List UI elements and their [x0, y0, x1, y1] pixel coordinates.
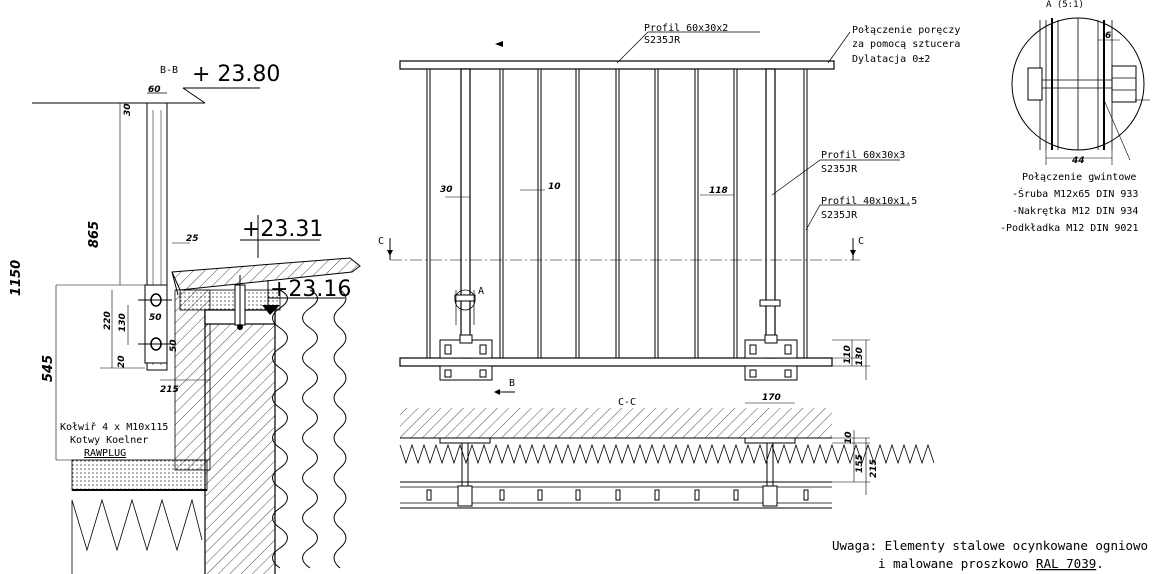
- dim-170: 170: [762, 393, 781, 403]
- bar-profile-label-2: S235JR: [821, 210, 858, 221]
- elevation-labels: Profil 60x30x2 S235JR Połączenie poręczy…: [378, 23, 960, 389]
- dim-215: 215: [160, 385, 179, 395]
- note-line2: i malowane proszkowo RAL 7039.: [878, 556, 1104, 571]
- dim-30: 30: [123, 103, 133, 116]
- dim-220: 220: [103, 311, 113, 330]
- anchor-note-line3: RAWPLUG: [84, 448, 126, 459]
- dim-44: 44: [1071, 156, 1085, 166]
- dim-545: 545: [41, 355, 56, 382]
- post-profile-label-1: Profil 60x30x3: [821, 150, 905, 161]
- anchor-note-line1: Kołwiř 4 x M10x115: [60, 421, 168, 433]
- plan-section-cc: [399, 402, 935, 509]
- dim-50b: 50: [169, 339, 179, 352]
- detail-a-marker: A: [478, 286, 484, 297]
- dim-10-plan: 10: [844, 431, 854, 444]
- balusters: [426, 68, 808, 359]
- dim-110: 110: [843, 345, 853, 364]
- section-c-right: C: [858, 236, 864, 247]
- section-c-left: C: [378, 236, 384, 247]
- section-bb-label: B-B: [160, 65, 178, 76]
- detail-a-labels: A (5:1) 6 44 Połączenie gwintowe -Śruba …: [1000, 0, 1138, 234]
- bottom-rail: [399, 357, 833, 367]
- detail-a-circle: [1011, 17, 1150, 165]
- post-profile-label-2: S235JR: [821, 164, 858, 175]
- dim-155: 155: [855, 454, 865, 473]
- top-profile-label-2: S235JR: [644, 35, 681, 46]
- dim-6: 6: [1105, 31, 1111, 41]
- dim-215-plan: 215: [869, 459, 879, 478]
- elevation-top: + 23.80: [192, 62, 280, 87]
- handrail: [399, 60, 835, 70]
- connection-label-2: za pomocą sztucera: [852, 39, 960, 50]
- bar-profile-label-1: Profil 40x10x1.5: [821, 196, 917, 207]
- section-b-marker: B: [509, 378, 515, 389]
- section-bb-detail: [32, 87, 361, 574]
- plan-labels: C-C 170 10 155 215: [618, 393, 879, 478]
- note-block: Uwaga: Elementy stalowe ocynkowane ognio…: [832, 538, 1148, 571]
- thread-label-bolt: -Śruba M12x65 DIN 933: [1012, 187, 1138, 200]
- thread-label-title: Połączenie gwintowe: [1022, 172, 1136, 183]
- dim-20: 20: [117, 355, 127, 368]
- post-left: [460, 68, 471, 359]
- connection-label-1: Połączenie poręczy: [852, 25, 960, 36]
- connection-label-3: Dylatacja 0±2: [852, 54, 930, 65]
- ral-code: RAL 7039: [1036, 556, 1096, 571]
- dim-10-elev: 10: [548, 182, 561, 192]
- insulation-zigzag: [399, 443, 935, 465]
- top-profile-label-1: Profil 60x30x2: [644, 23, 728, 34]
- dim-1150: 1150: [9, 260, 24, 296]
- dim-130-elev: 130: [855, 347, 865, 366]
- dim-865: 865: [87, 221, 102, 248]
- dim-25: 25: [186, 234, 199, 244]
- dim-118: 118: [709, 186, 728, 196]
- thread-label-nut: -Nakrętka M12 DIN 934: [1012, 206, 1138, 217]
- coping-cap: [171, 257, 361, 291]
- insulation-pattern: [272, 289, 347, 569]
- bb-labels: B-B + 23.80 60 30 865 25 +23.31 1150 +23…: [9, 62, 351, 459]
- elevation-low: +23.16: [270, 277, 351, 302]
- dim-130: 130: [118, 313, 128, 332]
- detail-a-title: A (5:1): [1046, 0, 1084, 10]
- section-cc-label: C-C: [618, 397, 636, 408]
- dim-50a: 50: [149, 313, 162, 323]
- elevation-mid: +23.31: [242, 217, 323, 242]
- dim-30-elev: 30: [440, 185, 453, 195]
- post-right: [765, 68, 776, 359]
- note-line2-prefix: i malowane proszkowo: [878, 556, 1036, 571]
- anchor-note-line2: Kotwy Koelner: [70, 435, 148, 446]
- dim-60: 60: [148, 85, 161, 95]
- base-plate: [144, 284, 168, 364]
- note-line1: Uwaga: Elementy stalowe ocynkowane ognio…: [832, 538, 1148, 553]
- railing-elevation: [387, 31, 910, 395]
- note-line2-suffix: .: [1096, 556, 1104, 571]
- thread-label-washer: -Podkładka M12 DIN 9021: [1000, 223, 1138, 234]
